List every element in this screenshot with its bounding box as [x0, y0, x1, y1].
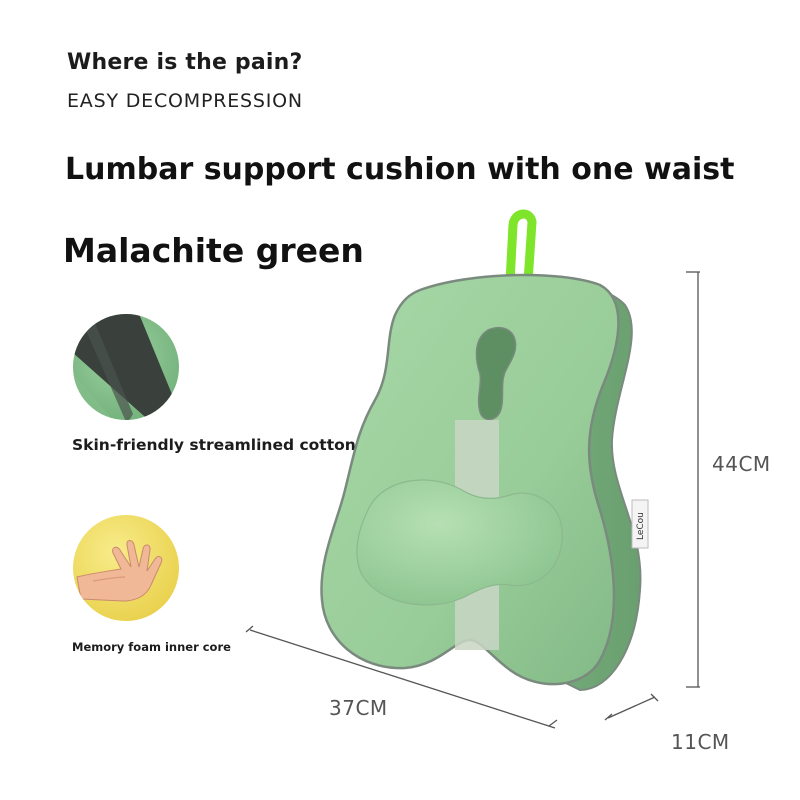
- feature-label-foam: Memory foam inner core: [72, 640, 231, 654]
- lumbar-pad: [356, 479, 563, 606]
- depth-dimension-label: 11CM: [671, 730, 730, 754]
- feature-label-cotton: Skin-friendly streamlined cotton: [72, 436, 356, 454]
- color-name: Malachite green: [63, 231, 364, 270]
- dimension-lines: [245, 271, 700, 729]
- hanging-loop: [505, 209, 537, 287]
- subtitle: EASY DECOMPRESSION: [67, 90, 303, 112]
- question-heading: Where is the pain?: [67, 50, 303, 75]
- product-title: Lumbar support cushion with one waist: [65, 152, 735, 187]
- brand-tag-text: LeCou: [636, 512, 646, 540]
- height-dimension-label: 44CM: [712, 452, 771, 476]
- memory-foam-icon: [73, 515, 179, 621]
- keyhole-opening: [475, 327, 517, 421]
- brand-tag: [631, 499, 649, 549]
- width-dimension-label: 37CM: [329, 696, 388, 720]
